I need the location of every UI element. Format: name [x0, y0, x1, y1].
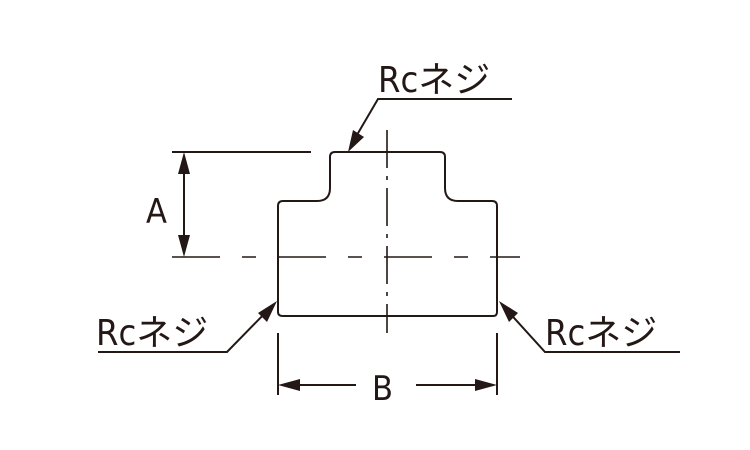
- arrow-icon: [348, 130, 364, 152]
- arrow-icon: [258, 301, 277, 322]
- arrow-icon: [278, 379, 300, 391]
- arrow-icon: [178, 235, 190, 257]
- arrow-icon: [499, 301, 518, 322]
- leader-top: [353, 98, 512, 141]
- thread-label-top: Rcネジ: [378, 60, 490, 101]
- leader-right: [505, 308, 680, 353]
- arrow-icon: [178, 152, 190, 174]
- thread-label-right: Rcネジ: [545, 313, 657, 354]
- arrow-icon: [475, 379, 497, 391]
- fitting-outline: [277, 151, 498, 317]
- thread-label-left: Rcネジ: [96, 313, 208, 354]
- dimension-b-label: B: [372, 369, 393, 409]
- leader-left: [98, 307, 271, 353]
- dimension-a-label: A: [146, 192, 167, 232]
